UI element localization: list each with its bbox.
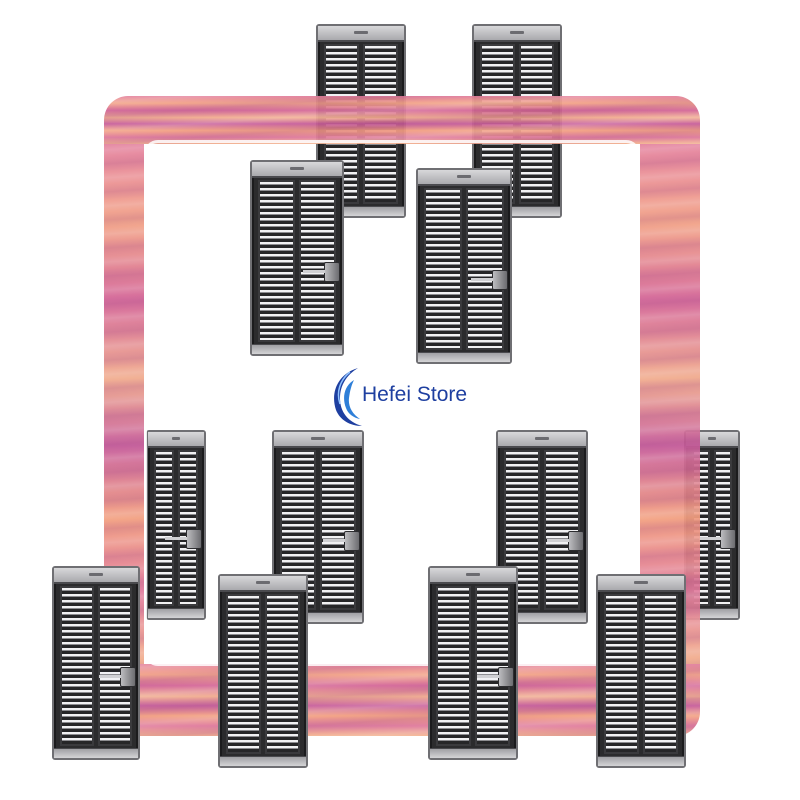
store-logo: Hefei Store (328, 362, 478, 432)
sunset-frame-top (104, 96, 700, 144)
air-filter-icon (428, 566, 518, 760)
air-filter-icon (218, 574, 308, 768)
air-filter-icon (250, 160, 344, 356)
air-filter-icon (416, 168, 512, 364)
crescent-swoosh-icon (334, 368, 362, 426)
air-filter-icon (52, 566, 140, 760)
air-filter-icon (596, 574, 686, 768)
air-filter-icon (146, 430, 206, 620)
store-name: Hefei Store (362, 383, 468, 406)
